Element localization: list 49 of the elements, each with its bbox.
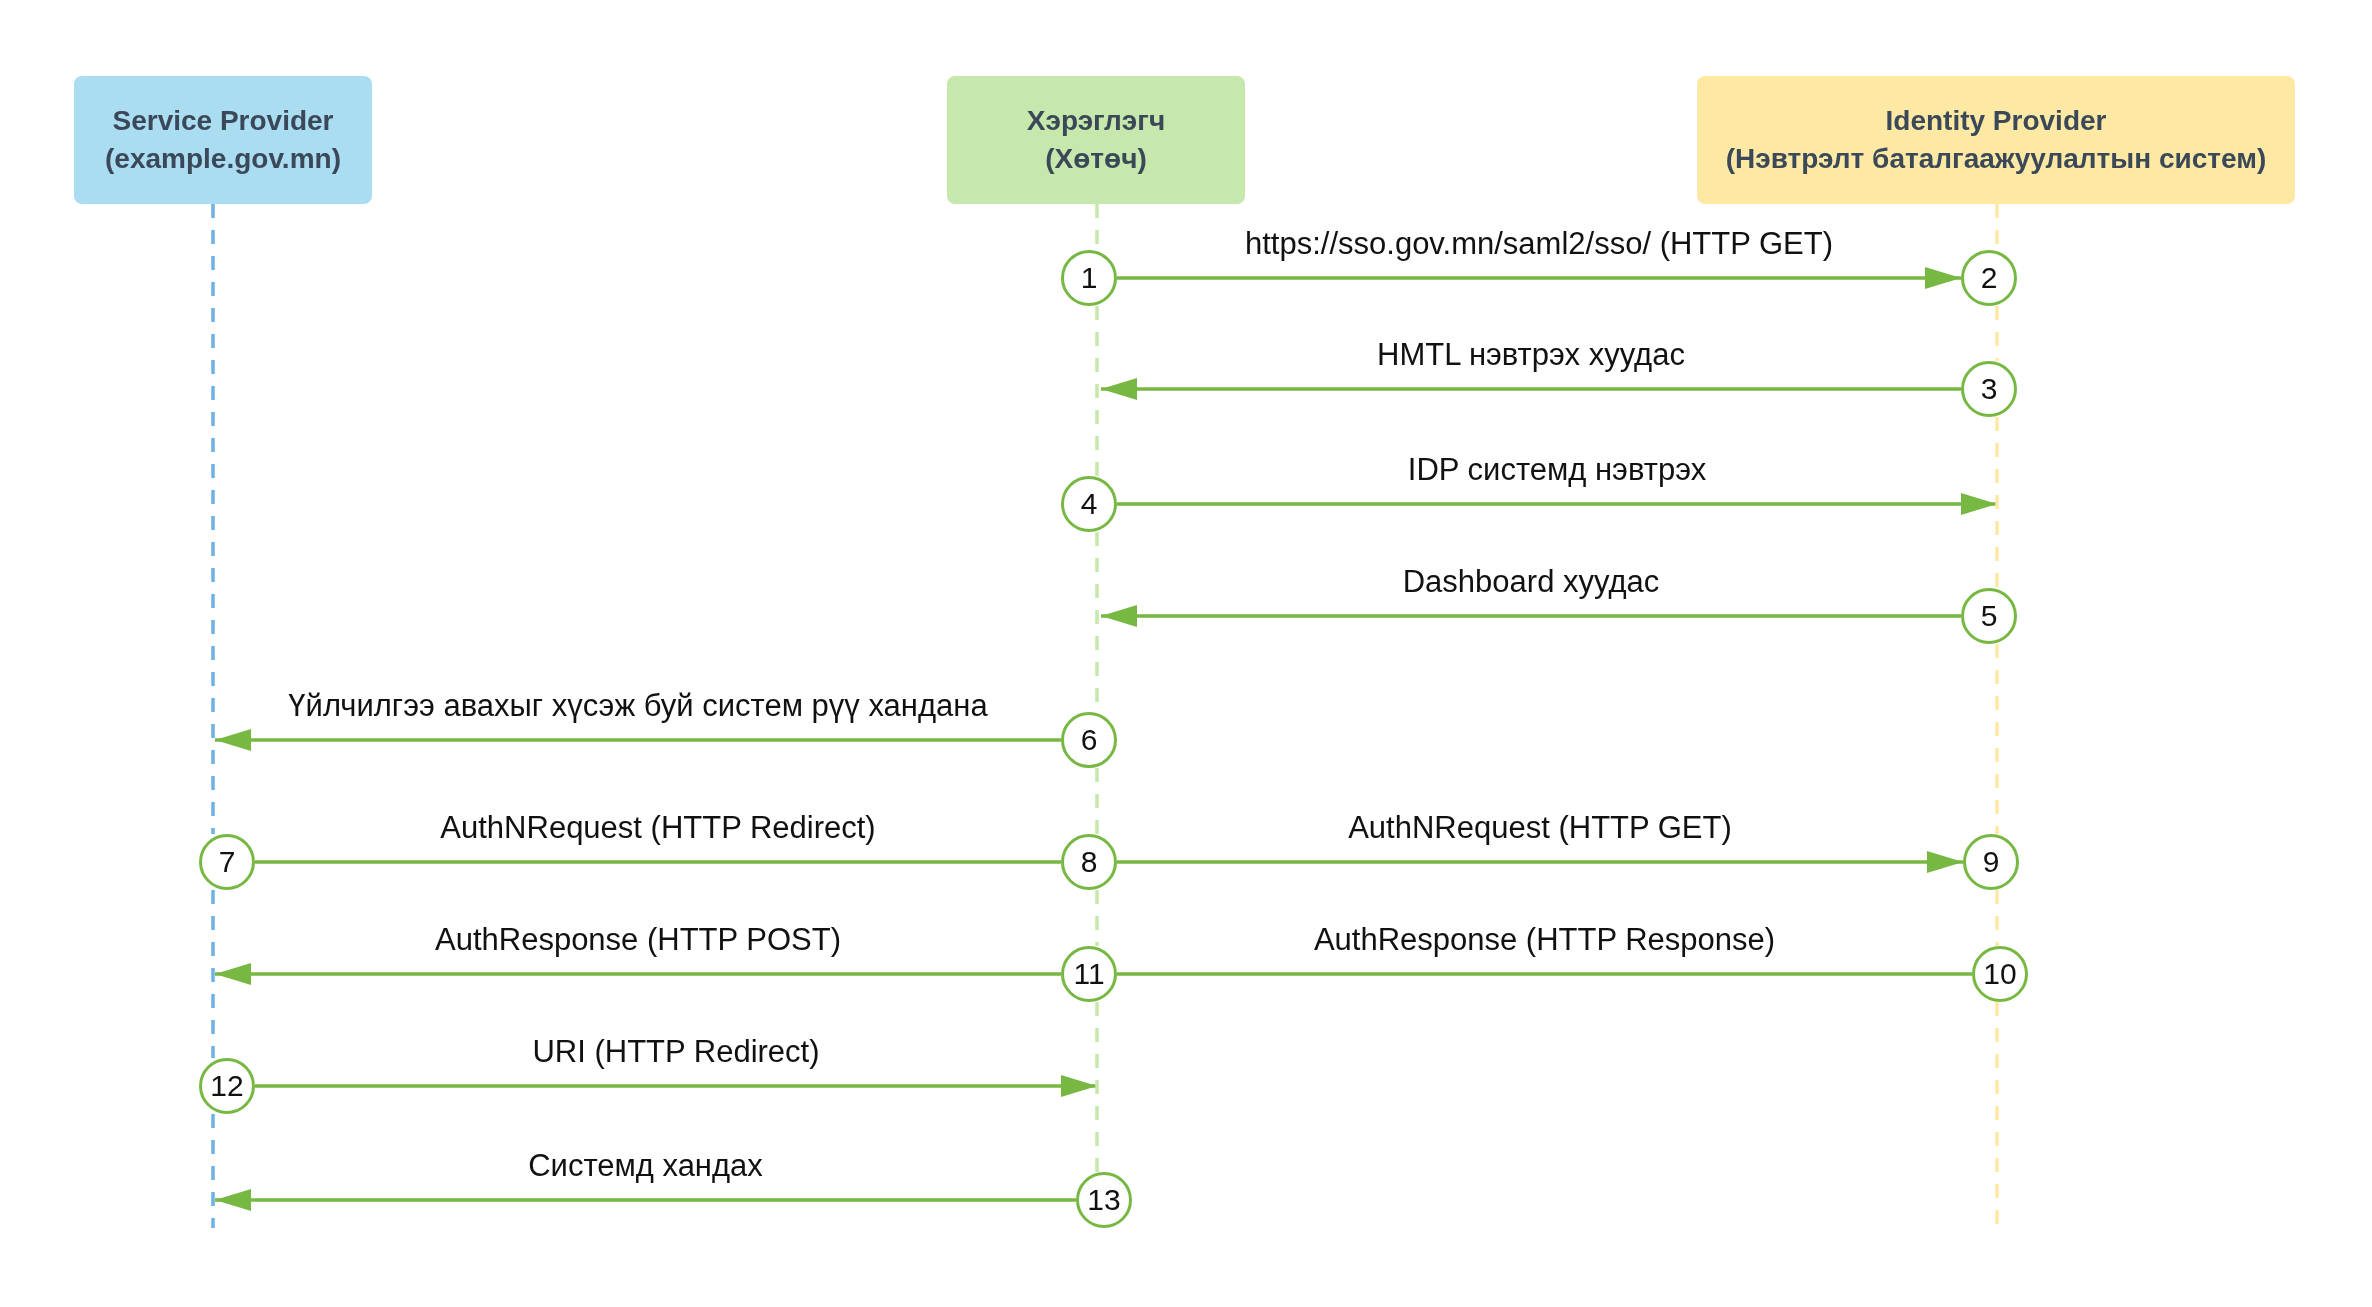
arrow	[215, 729, 1061, 751]
step-number-circle: 10	[1972, 946, 2028, 1002]
step-number-circle: 2	[1961, 250, 2017, 306]
arrow	[1117, 851, 1963, 873]
edge-label: AuthResponse (HTTP Response)	[1313, 923, 1776, 958]
lifeline	[1995, 417, 1999, 588]
participant-box: Service Provider (example.gov.mn)	[74, 76, 372, 204]
step-number-circle: 1	[1061, 250, 1117, 306]
lifeline	[211, 1114, 215, 1228]
edge-label: IDP системд нэвтрэх	[1407, 453, 1707, 488]
step-number-circle: 11	[1061, 946, 1117, 1002]
step-number-circle: 7	[199, 834, 255, 890]
edge-label: Dashboard хуудас	[1402, 565, 1660, 600]
arrow	[255, 1075, 1097, 1097]
edge-label: Үйлчилгээ авахыг хүсэж буй систем рүү хандана	[288, 689, 988, 724]
arrow	[215, 1189, 1076, 1211]
step-number-circle: 5	[1961, 588, 2017, 644]
step-number-circle: 9	[1963, 834, 2019, 890]
edge-label: https://sso.gov.mn/saml2/sso/ (HTTP GET)	[1245, 227, 1833, 262]
step-number-circle: 4	[1061, 476, 1117, 532]
edge-label: AuthNRequest (HTTP Redirect)	[440, 811, 876, 846]
lifeline	[1995, 306, 1999, 361]
step-number-circle: 8	[1061, 834, 1117, 890]
arrow	[1117, 267, 1961, 289]
lifeline	[211, 890, 215, 1058]
lifeline	[1095, 768, 1099, 834]
edge-label: URI (HTTP Redirect)	[532, 1035, 820, 1070]
edge-label: AuthResponse (HTTP POST)	[435, 923, 841, 958]
participant-box: Identity Provider (Нэвтрэлт баталгаажуулалтын систем)	[1697, 76, 2295, 204]
lifeline	[211, 204, 215, 834]
lifeline	[1995, 644, 1999, 834]
lifeline	[1095, 1002, 1099, 1172]
step-number-circle: 12	[199, 1058, 255, 1114]
lifeline	[1095, 306, 1099, 476]
edge-label: Системд хандах	[528, 1149, 763, 1184]
lifeline	[1095, 890, 1099, 946]
arrow	[1117, 493, 1997, 515]
arrow	[1101, 605, 1961, 627]
arrow	[215, 963, 1061, 985]
edge-label: HMTL нэвтрэх хуудас	[1377, 338, 1685, 373]
lifeline	[1995, 890, 1999, 946]
connector-line	[1117, 972, 1972, 976]
arrow	[1101, 378, 1961, 400]
step-number-circle: 6	[1061, 712, 1117, 768]
connector-line	[255, 860, 1061, 864]
participant-box: Хэрэглэгч (Хөтөч)	[947, 76, 1245, 204]
step-number-circle: 3	[1961, 361, 2017, 417]
edge-label: AuthNRequest (HTTP GET)	[1348, 811, 1732, 846]
step-number-circle: 13	[1076, 1172, 1132, 1228]
